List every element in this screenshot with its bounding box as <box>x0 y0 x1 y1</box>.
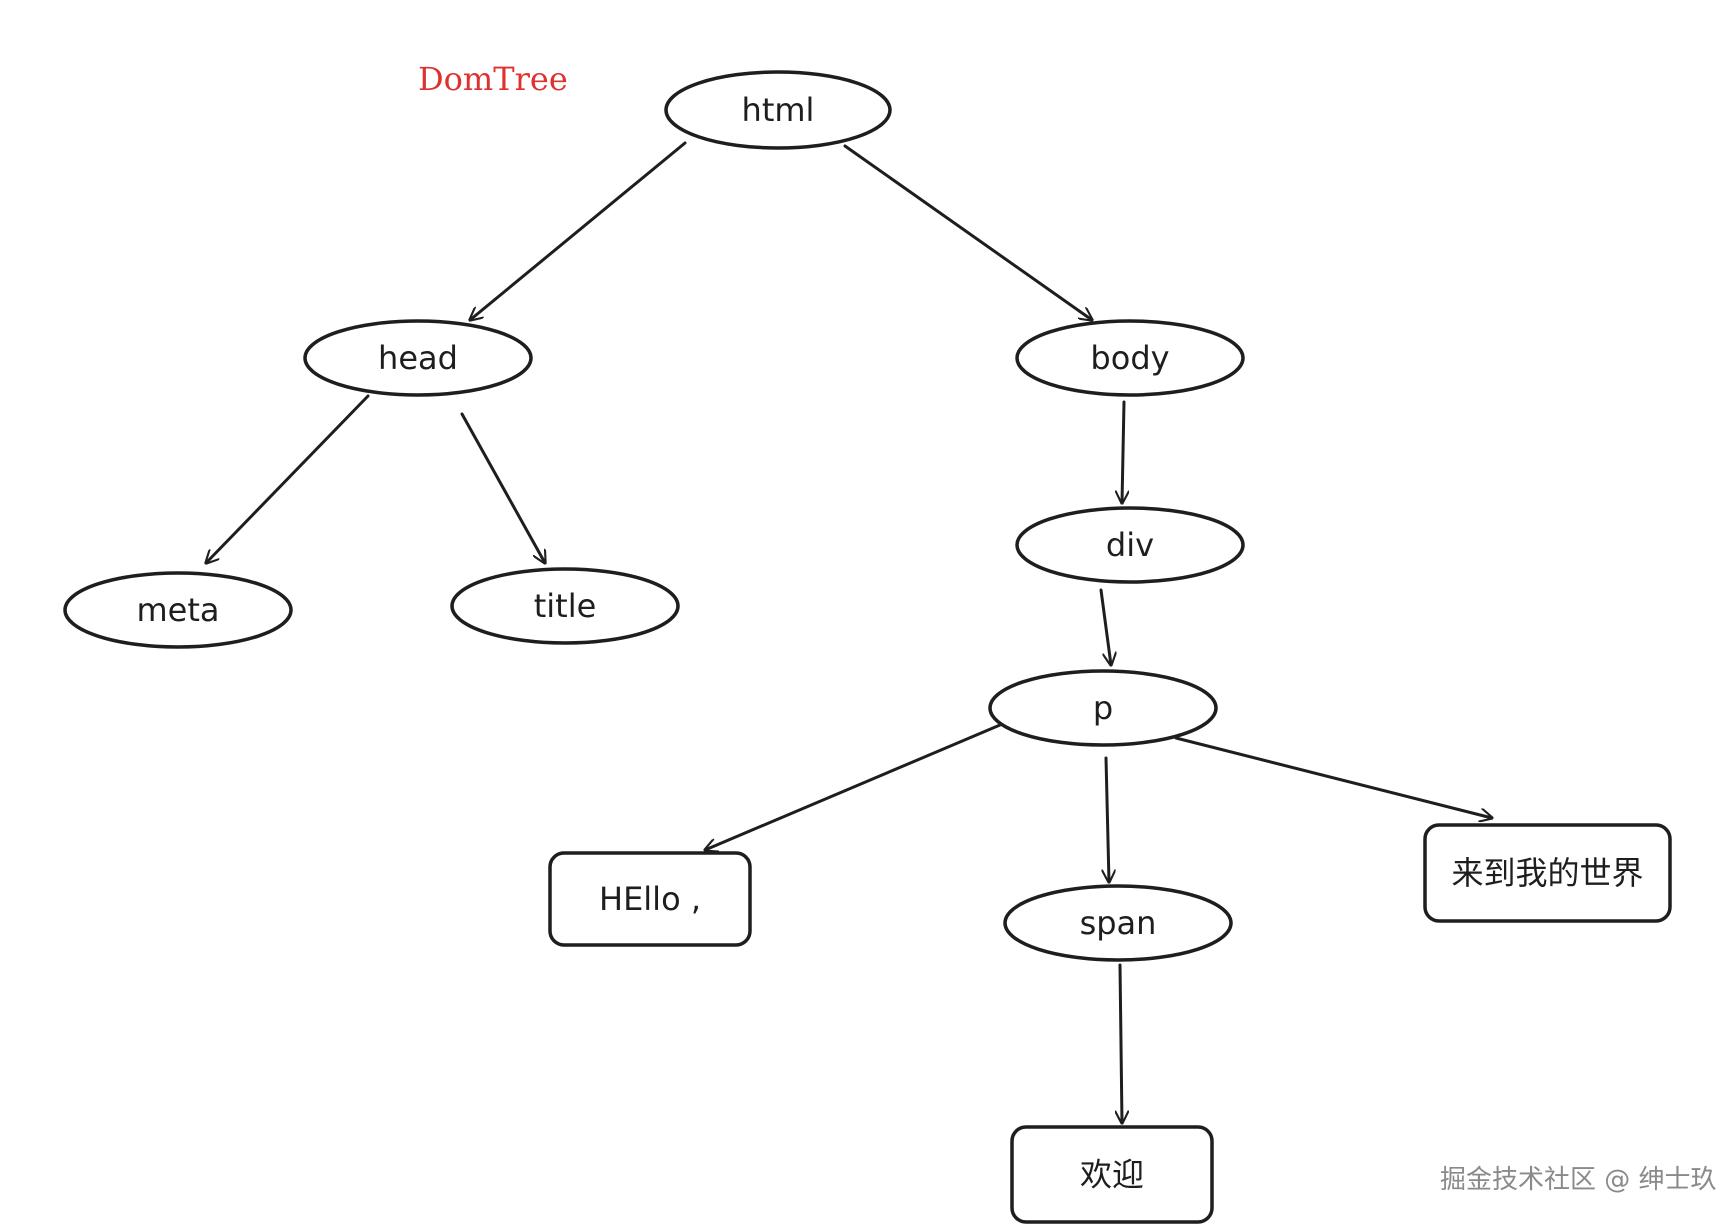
edge-span-to-welcome <box>1120 963 1122 1125</box>
node-hello: HEllo , <box>548 851 752 947</box>
edge-body-to-div <box>1122 400 1124 503</box>
edges-layer <box>206 141 1492 1125</box>
edge-p-to-world <box>1174 736 1492 818</box>
edge-p-to-hello <box>705 723 1002 850</box>
node-head: head <box>303 319 533 397</box>
watermark: 掘金技术社区 @ 绅士玖 <box>1440 1165 1717 1195</box>
edge-p-to-span <box>1106 756 1109 882</box>
node-label-div: div <box>1106 526 1154 564</box>
node-shape-span <box>1003 884 1233 962</box>
node-span: span <box>1003 884 1233 962</box>
node-label-p: p <box>1093 689 1113 727</box>
edge-div-to-p <box>1099 588 1111 665</box>
node-html: html <box>664 70 892 150</box>
node-shape-meta <box>63 571 293 649</box>
node-shape-hello <box>548 851 752 947</box>
edge-html-to-head <box>470 141 687 320</box>
node-label-span: span <box>1080 904 1157 942</box>
diagram-title: DomTree <box>418 60 568 98</box>
node-label-head: head <box>378 339 458 377</box>
node-shape-head <box>303 319 533 397</box>
node-shape-p <box>988 669 1218 747</box>
node-welcome: 欢迎 <box>1010 1125 1214 1224</box>
node-shape-welcome <box>1010 1125 1214 1224</box>
node-label-body: body <box>1090 339 1169 377</box>
node-label-welcome: 欢迎 <box>1080 1156 1144 1194</box>
node-label-world: 来到我的世界 <box>1451 854 1643 892</box>
node-shape-body <box>1015 319 1245 397</box>
node-p: p <box>988 669 1218 747</box>
node-div: div <box>1015 506 1245 584</box>
node-shape-html <box>664 70 892 150</box>
edge-head-to-title <box>460 412 545 563</box>
node-label-hello: HEllo , <box>599 880 701 918</box>
node-label-html: html <box>742 91 815 129</box>
node-title: title <box>450 567 680 645</box>
edge-head-to-meta <box>206 394 370 563</box>
node-label-meta: meta <box>136 591 219 629</box>
edge-html-to-body <box>843 144 1092 320</box>
node-body: body <box>1015 319 1245 397</box>
node-shape-world <box>1423 823 1672 923</box>
node-meta: meta <box>63 571 293 649</box>
node-shape-div <box>1015 506 1245 584</box>
node-world: 来到我的世界 <box>1423 823 1672 923</box>
node-shape-title <box>450 567 680 645</box>
node-label-title: title <box>534 587 597 625</box>
